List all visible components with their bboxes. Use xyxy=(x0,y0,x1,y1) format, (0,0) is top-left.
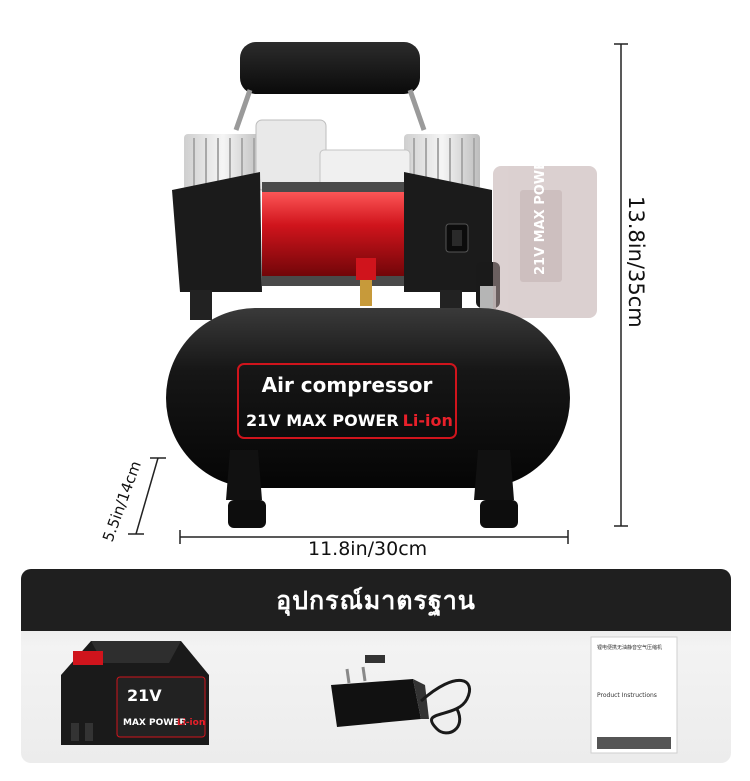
manual-subtitle: Product Instructions xyxy=(597,692,657,699)
motor-housing xyxy=(172,172,492,292)
carry-handle xyxy=(233,42,427,131)
product-manual: 锂电便携无油静音空气压缩机 Product Instructions xyxy=(590,636,678,754)
red-cylinder xyxy=(262,190,404,278)
label-power: 21V MAX POWER xyxy=(246,411,399,430)
standard-accessories-panel: อุปกรณ์มาตรฐาน 21V MAX POWER Li-ion 锂电便携… xyxy=(21,569,731,763)
air-compressor-illustration: 21V MAX POWER Li-ion Air compressor 21V … xyxy=(128,42,628,544)
height-dimension: 13.8in/35cm xyxy=(624,196,648,328)
product-image-area: 21V MAX POWER Li-ion Air compressor 21V … xyxy=(99,42,648,560)
battery-text: MAX POWER xyxy=(123,718,186,728)
battery-pack-faded: 21V MAX POWER Li-ion xyxy=(493,106,597,318)
air-tank xyxy=(166,290,570,528)
accessories-header: อุปกรณ์มาตรฐาน xyxy=(21,569,731,631)
charger-adapter xyxy=(331,655,472,735)
dimension-lines xyxy=(128,43,628,544)
manual-title: 锂电便携无油静音空气压缩机 xyxy=(597,644,662,651)
width-dimension: 11.8in/30cm xyxy=(308,538,428,560)
accessories-title: อุปกรณ์มาตรฐาน xyxy=(276,586,476,615)
label-chem: Li-ion xyxy=(403,411,453,430)
battery-voltage: 21V xyxy=(127,686,162,705)
battery-chem: Li-ion xyxy=(177,718,205,728)
battery-side-text: 21V MAX POWER Li-ion xyxy=(533,106,548,275)
battery-pack: 21V MAX POWER Li-ion xyxy=(61,641,209,745)
label-line-1: Air compressor xyxy=(262,373,433,397)
